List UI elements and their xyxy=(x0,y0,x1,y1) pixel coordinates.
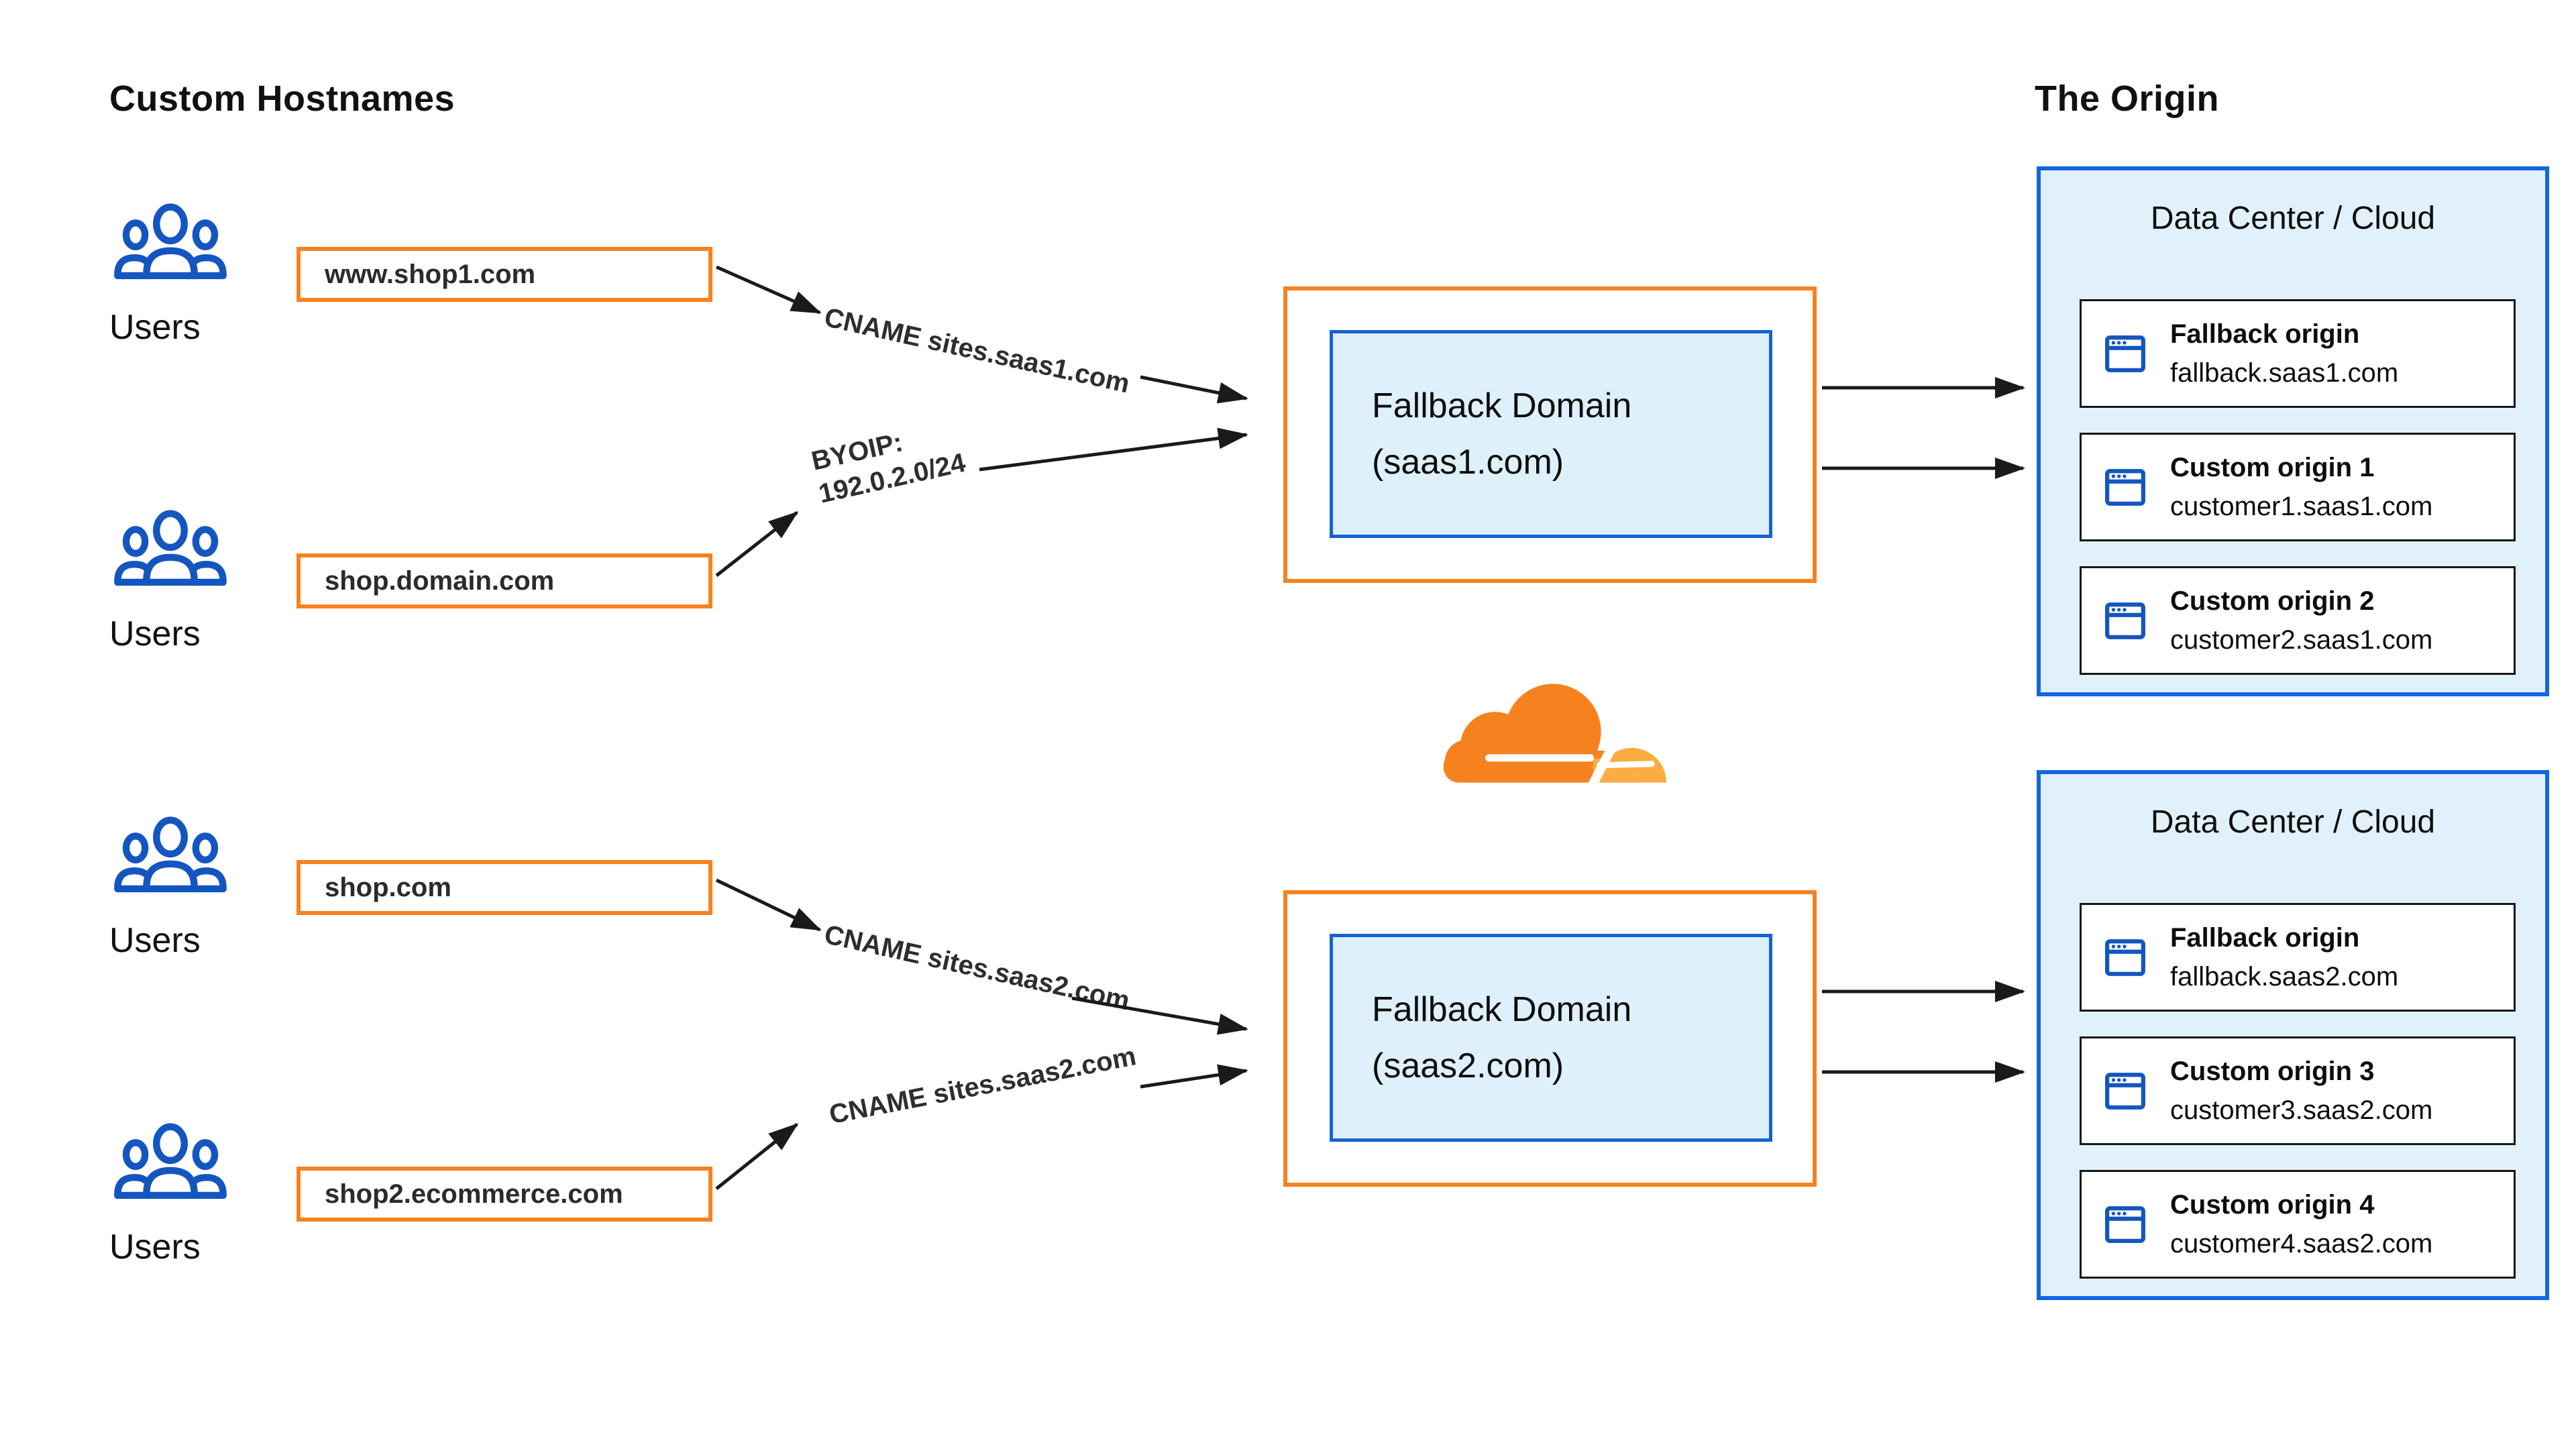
fallback-domain-inner: Fallback Domain (saas2.com) xyxy=(1330,934,1772,1142)
browser-window-icon xyxy=(2105,469,2145,506)
custom-hostnames-heading: Custom Hostnames xyxy=(109,78,455,119)
fallback-domain-line2: (saas2.com) xyxy=(1372,1046,1564,1085)
browser-window-icon xyxy=(2105,602,2145,639)
users-label: Users xyxy=(109,308,201,347)
data-center-title: Data Center / Cloud xyxy=(2150,804,2436,840)
origin-card-custom-origin-4: Custom origin 4 customer4.saas2.com xyxy=(2080,1170,2516,1279)
hostname-text: www.shop1.com xyxy=(325,259,536,289)
origin-host: customer4.saas2.com xyxy=(2170,1229,2433,1258)
hostname-text: shop2.ecommerce.com xyxy=(325,1179,623,1209)
hostname-box-shop1: www.shop1.com xyxy=(297,247,712,302)
origin-title: Fallback origin xyxy=(2170,923,2360,953)
users-group-icon xyxy=(111,508,230,587)
arrow-shop1-to-cname1 xyxy=(715,265,822,315)
hostname-box-shop2: shop2.ecommerce.com xyxy=(297,1167,712,1222)
data-center-title: Data Center / Cloud xyxy=(2150,201,2436,236)
fallback-domain-line2: (saas1.com) xyxy=(1372,443,1564,482)
origin-host: fallback.saas1.com xyxy=(2170,358,2399,388)
origin-host: customer2.saas1.com xyxy=(2170,625,2433,655)
origin-host: customer3.saas2.com xyxy=(2170,1095,2433,1125)
data-center-box-1: Data Center / Cloud Fallback origin fall… xyxy=(2037,166,2549,696)
fallback-domain-inner: Fallback Domain (saas1.com) xyxy=(1330,330,1772,538)
browser-window-icon xyxy=(2105,939,2145,976)
users-icon xyxy=(114,1123,227,1199)
route-label-cname-saas2-a: CNAME sites.saas2.com xyxy=(821,919,1132,1016)
origin-title: Custom origin 2 xyxy=(2170,586,2375,616)
arrow-byoip-to-fallback1 xyxy=(979,427,1248,472)
users-label: Users xyxy=(109,921,201,960)
users-group-icon xyxy=(111,201,230,280)
cloudflare-logo xyxy=(1425,673,1678,794)
fallback-domain-box-saas1: Fallback Domain (saas1.com) xyxy=(1283,286,1817,583)
browser-window-icon xyxy=(2105,1073,2145,1110)
users-icon xyxy=(114,816,227,893)
users-icon xyxy=(114,510,227,586)
route-label-cname-saas1: CNAME sites.saas1.com xyxy=(821,302,1132,399)
origin-card-custom-origin-1: Custom origin 1 customer1.saas1.com xyxy=(2080,433,2516,541)
origin-card-custom-origin-3: Custom origin 3 customer3.saas2.com xyxy=(2080,1036,2516,1145)
browser-window-icon xyxy=(2105,1206,2145,1243)
arrow-cname2b-to-fallback2 xyxy=(1140,1064,1248,1089)
users-group-icon xyxy=(111,1121,230,1200)
arrow-cname1-to-fallback1 xyxy=(1140,375,1248,404)
fallback-domain-line1: Fallback Domain xyxy=(1372,990,1632,1029)
browser-window-icon xyxy=(2105,335,2145,372)
arrow-shop2-to-cname2b xyxy=(715,1123,799,1190)
hostname-box-shop-domain: shop.domain.com xyxy=(297,553,712,608)
arrow-shopdomain-to-byoip xyxy=(715,511,799,577)
route-label-byoip: BYOIP: 192.0.2.0/24 xyxy=(808,413,969,511)
hostname-box-shop: shop.com xyxy=(297,860,712,915)
origin-title: Fallback origin xyxy=(2170,319,2360,349)
users-label: Users xyxy=(109,614,201,653)
users-group-icon xyxy=(111,814,230,894)
cloudflare-cloud-icon xyxy=(1443,684,1667,789)
data-center-box-2: Data Center / Cloud Fallback origin fall… xyxy=(2037,770,2549,1300)
origin-host: fallback.saas2.com xyxy=(2170,962,2399,991)
origin-title: Custom origin 1 xyxy=(2170,453,2375,482)
origin-card-fallback-saas2: Fallback origin fallback.saas2.com xyxy=(2080,903,2516,1012)
origin-card-custom-origin-2: Custom origin 2 customer2.saas1.com xyxy=(2080,566,2516,675)
hostname-text: shop.domain.com xyxy=(325,566,555,596)
route-label-cname-saas2-b: CNAME sites.saas2.com xyxy=(826,1041,1139,1130)
origin-title: Custom origin 3 xyxy=(2170,1057,2375,1086)
origin-title: Custom origin 4 xyxy=(2170,1190,2375,1220)
origin-host: customer1.saas1.com xyxy=(2170,492,2433,521)
origin-card-fallback-saas1: Fallback origin fallback.saas1.com xyxy=(2080,299,2516,408)
hostname-text: shop.com xyxy=(325,872,451,902)
fallback-domain-box-saas2: Fallback Domain (saas2.com) xyxy=(1283,890,1817,1187)
fallback-domain-line1: Fallback Domain xyxy=(1372,386,1632,425)
the-origin-heading: The Origin xyxy=(2035,78,2219,119)
users-icon xyxy=(114,203,227,280)
users-label: Users xyxy=(109,1228,201,1267)
arrow-shop-to-cname2a xyxy=(715,878,822,932)
